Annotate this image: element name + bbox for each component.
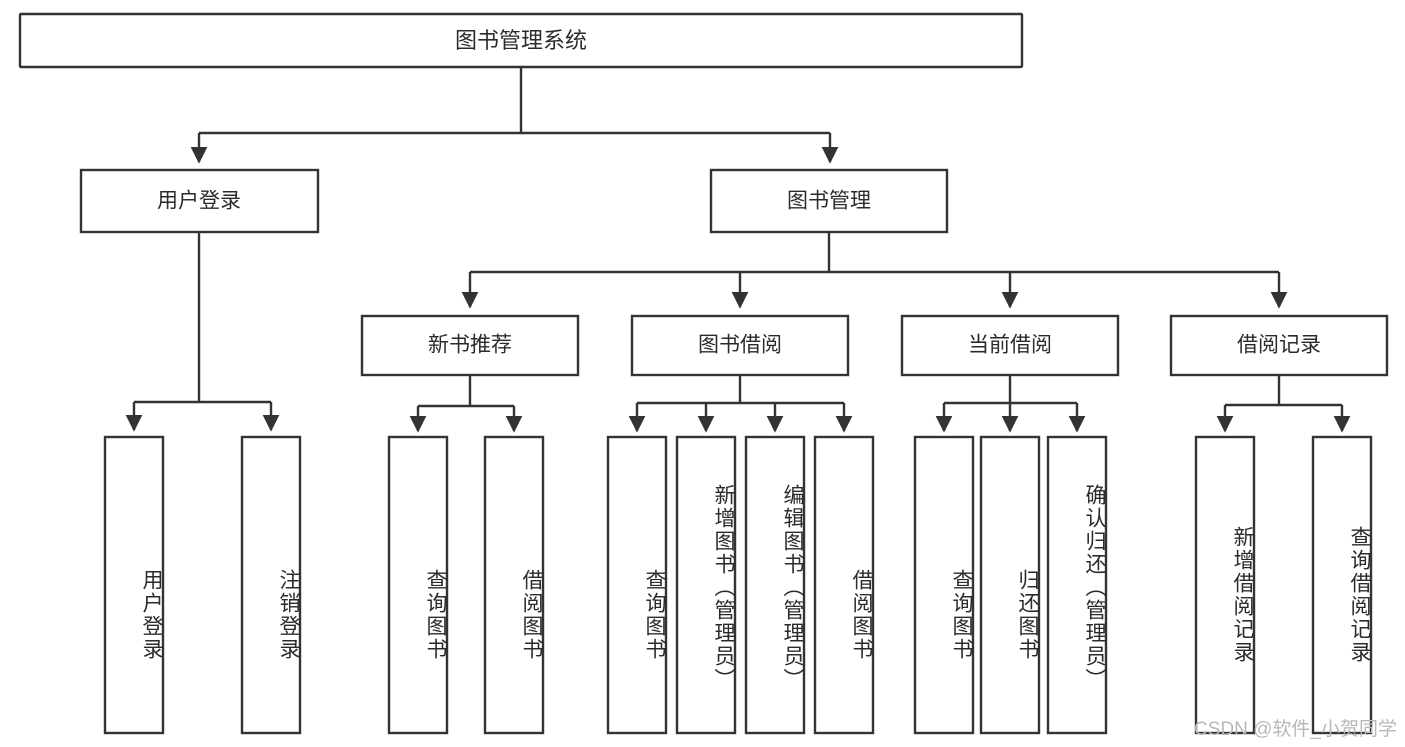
leaf-box-book-borrow-3[interactable] — [744, 435, 806, 735]
leaf-box-new-book-1[interactable] — [387, 435, 449, 735]
node-root-label: 图书管理系统 — [455, 28, 587, 53]
leaf-box-current-borrow-3[interactable] — [1046, 435, 1108, 735]
leaf-box-user-login-2[interactable] — [240, 435, 302, 735]
node-book-borrow-label: 图书借阅 — [698, 334, 782, 357]
node-current-borrow-label: 当前借阅 — [968, 334, 1052, 357]
connector-current-borrow-to-leaves — [935, 375, 1086, 433]
leaf-box-book-borrow-1[interactable] — [606, 435, 668, 735]
leaf-box-user-login-1[interactable] — [103, 435, 165, 735]
node-book-borrow[interactable]: 图书借阅 — [630, 314, 850, 377]
node-book-management-label: 图书管理 — [787, 190, 871, 213]
leaf-box-book-borrow-2[interactable] — [675, 435, 737, 735]
leaf-box-book-borrow-4[interactable] — [813, 435, 875, 735]
node-current-borrow[interactable]: 当前借阅 — [900, 314, 1120, 377]
connector-user-login-to-leaves — [125, 232, 280, 432]
leaf-box-borrow-record-1[interactable] — [1194, 435, 1256, 735]
connector-new-book-to-leaves — [409, 375, 523, 433]
node-book-management[interactable]: 图书管理 — [709, 168, 949, 234]
leaf-box-new-book-2[interactable] — [483, 435, 545, 735]
node-borrow-record-label: 借阅记录 — [1237, 334, 1321, 357]
watermark-text: CSDN @软件_小贺同学 — [1194, 719, 1397, 740]
node-new-book-recommend[interactable]: 新书推荐 — [360, 314, 580, 377]
node-root[interactable]: 图书管理系统 — [18, 12, 1024, 69]
leaf-box-current-borrow-2[interactable] — [979, 435, 1041, 735]
connector-borrow-record-to-leaves — [1216, 375, 1351, 433]
node-new-book-recommend-label: 新书推荐 — [428, 334, 512, 357]
connector-book-management-to-level3 — [461, 232, 1288, 309]
node-user-login[interactable]: 用户登录 — [79, 168, 320, 234]
node-borrow-record[interactable]: 借阅记录 — [1169, 314, 1389, 377]
leaf-box-current-borrow-1[interactable] — [913, 435, 975, 735]
connector-root-to-level2 — [190, 67, 839, 164]
connector-book-borrow-to-leaves — [628, 375, 853, 433]
leaf-box-borrow-record-2[interactable] — [1311, 435, 1373, 735]
node-user-login-label: 用户登录 — [157, 190, 241, 213]
